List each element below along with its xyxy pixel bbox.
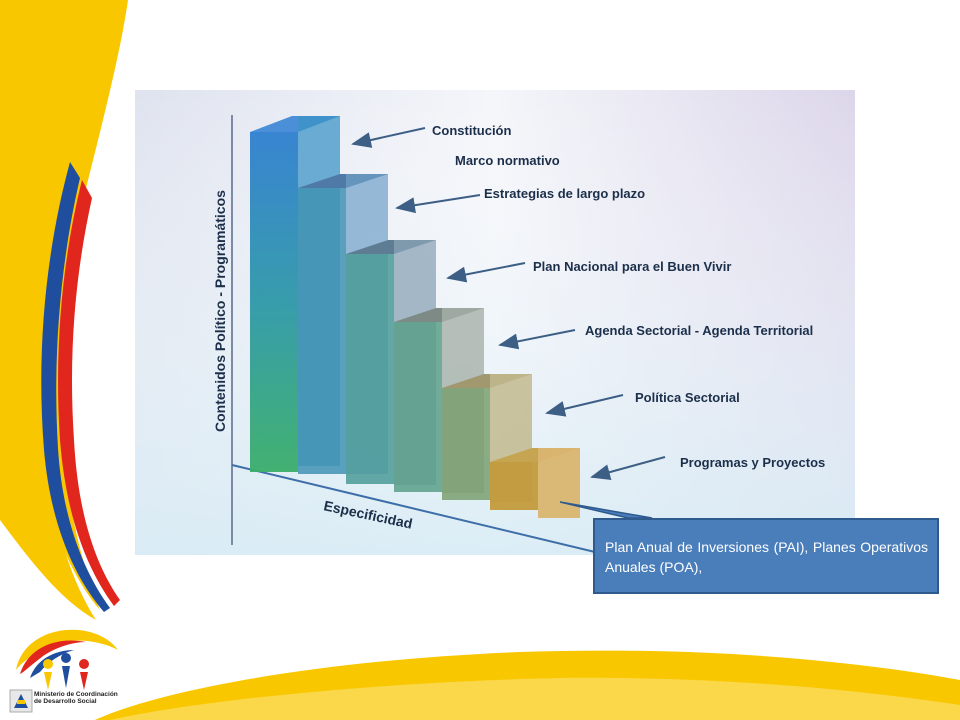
y-axis-label: Contenidos Político - Programáticos (212, 190, 228, 432)
column-6 (490, 448, 580, 518)
x-axis-line (231, 464, 596, 553)
level-label-constitucion: Constitución (432, 123, 511, 138)
flag-stripe-blue (41, 162, 110, 612)
yellow-band-left (0, 0, 128, 620)
level-label-politica: Política Sectorial (635, 390, 740, 405)
ministry-logo-text: Ministerio de Coordinación de Desarrollo… (34, 691, 129, 705)
callout-box: Plan Anual de Inversiones (PAI), Planes … (593, 518, 939, 594)
ministry-logo (9, 629, 118, 713)
yellow-band-bottom-light (110, 677, 960, 720)
level-label-marco-normativo: Marco normativo (455, 153, 560, 168)
level-label-estrategias: Estrategias de largo plazo (484, 186, 645, 201)
level-label-plan-nacional: Plan Nacional para el Buen Vivir (533, 259, 731, 274)
logo-line-1: Ministerio de Coordinación (34, 691, 118, 698)
staircase-diagram: Constitución Marco normativo Estrategias… (135, 90, 855, 555)
logo-line-2: de Desarrollo Social (34, 698, 97, 705)
level-label-programas: Programas y Proyectos (680, 455, 825, 470)
staircase-svg: Constitución Marco normativo Estrategias… (135, 90, 855, 555)
callout-text: Plan Anual de Inversiones (PAI), Planes … (605, 539, 928, 575)
level-arrows (351, 127, 666, 480)
level-label-agenda: Agenda Sectorial - Agenda Territorial (585, 323, 813, 338)
flag-stripe-red (58, 180, 120, 606)
